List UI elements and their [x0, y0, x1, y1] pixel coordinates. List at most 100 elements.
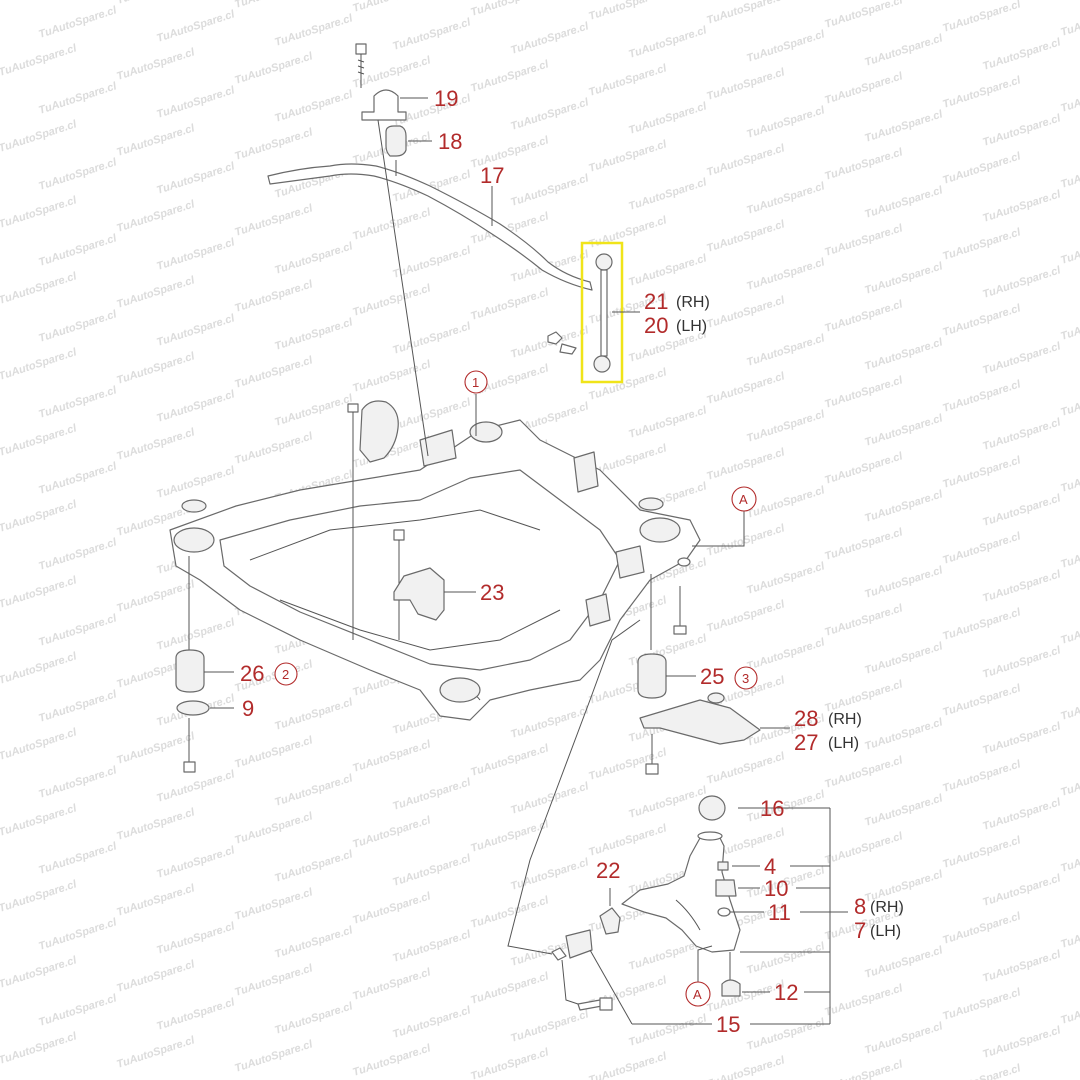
watermark-text: TuAutoSpare.cl: [509, 96, 591, 133]
subframe-bolt-left[interactable]: [347, 403, 359, 640]
watermark-text: TuAutoSpare.cl: [509, 1008, 591, 1045]
subframe-bushing-25[interactable]: [637, 653, 667, 699]
watermark-text: TuAutoSpare.cl: [0, 456, 1, 493]
watermark-text: TuAutoSpare.cl: [627, 24, 709, 61]
watermark-text: TuAutoSpare.cl: [981, 416, 1063, 453]
bracket-23[interactable]: [393, 567, 445, 621]
watermark-text: TuAutoSpare.cl: [941, 378, 1023, 415]
label-23: 23: [480, 580, 504, 605]
watermark-text: TuAutoSpare.cl: [705, 598, 787, 635]
watermark-text: TuAutoSpare.cl: [981, 36, 1063, 73]
watermark-text: TuAutoSpare.cl: [1059, 230, 1080, 267]
stabilizer-bushing-18[interactable]: [385, 125, 407, 157]
label-12: 12: [774, 980, 798, 1005]
watermark-text: TuAutoSpare.cl: [509, 20, 591, 57]
frame-bolt-right[interactable]: [673, 557, 691, 635]
watermark-text: TuAutoSpare.cl: [863, 336, 945, 373]
watermark-text: TuAutoSpare.cl: [0, 802, 79, 839]
bushing-10[interactable]: [715, 879, 737, 897]
watermark-text: TuAutoSpare.cl: [155, 160, 237, 197]
watermark-text: TuAutoSpare.cl: [941, 986, 1023, 1023]
watermark-text: TuAutoSpare.cl: [1059, 382, 1080, 419]
watermark-text: TuAutoSpare.cl: [745, 104, 827, 141]
watermark-text: TuAutoSpare.cl: [233, 278, 315, 315]
watermark-text: TuAutoSpare.cl: [627, 176, 709, 213]
label-28: 28: [794, 706, 818, 731]
watermark-text: TuAutoSpare.cl: [0, 76, 1, 113]
watermark-text: TuAutoSpare.cl: [233, 430, 315, 467]
watermark-text: TuAutoSpare.cl: [1059, 2, 1080, 39]
watermark-text: TuAutoSpare.cl: [351, 54, 433, 91]
label-21: 21: [644, 289, 668, 314]
subframe-1[interactable]: [169, 400, 701, 721]
watermark-text: TuAutoSpare.cl: [705, 142, 787, 179]
watermark-text: TuAutoSpare.cl: [115, 274, 197, 311]
stabilizer-bracket-19[interactable]: [361, 89, 407, 121]
watermark-text: TuAutoSpare.cl: [745, 256, 827, 293]
watermark-text: TuAutoSpare.cl: [0, 42, 79, 79]
watermark-text: TuAutoSpare.cl: [115, 198, 197, 235]
label-11: 11: [768, 900, 791, 925]
watermark-text: TuAutoSpare.cl: [705, 750, 787, 787]
label-10: 10: [764, 876, 788, 901]
label-25: 25: [700, 664, 724, 689]
watermark-text: TuAutoSpare.cl: [863, 1020, 945, 1057]
stabilizer-bar-17[interactable]: [267, 163, 593, 291]
bushing-15[interactable]: [551, 929, 593, 961]
mount-bolt-right[interactable]: [645, 734, 659, 775]
watermark-text: TuAutoSpare.cl: [1059, 534, 1080, 571]
watermark-text: TuAutoSpare.cl: [981, 340, 1063, 377]
label-ref-a-bottom: A: [693, 987, 702, 1002]
ring-11[interactable]: [717, 907, 731, 917]
watermark-text: TuAutoSpare.cl: [823, 374, 905, 411]
mount-bolt-left[interactable]: [183, 718, 196, 773]
watermark-text: TuAutoSpare.cl: [863, 944, 945, 981]
watermark-text: TuAutoSpare.cl: [233, 962, 315, 999]
watermark-text: TuAutoSpare.cl: [941, 150, 1023, 187]
watermark-text: TuAutoSpare.cl: [941, 530, 1023, 567]
watermark-text: TuAutoSpare.cl: [1019, 0, 1080, 1]
watermark-text: TuAutoSpare.cl: [37, 80, 119, 117]
watermark-text: TuAutoSpare.cl: [0, 650, 79, 687]
watermark-text: TuAutoSpare.cl: [351, 1042, 433, 1079]
watermark-text: TuAutoSpare.cl: [37, 4, 119, 41]
watermark-text: TuAutoSpare.cl: [469, 970, 551, 1007]
watermark-text: TuAutoSpare.cl: [0, 0, 1, 37]
mount-bracket-27-28[interactable]: [639, 699, 761, 745]
bushing-22[interactable]: [599, 907, 621, 935]
watermark-text: TuAutoSpare.cl: [863, 412, 945, 449]
label-22: 22: [596, 858, 620, 883]
watermark-text: TuAutoSpare.cl: [0, 270, 79, 307]
watermark-text: TuAutoSpare.cl: [0, 346, 79, 383]
watermark-text: TuAutoSpare.cl: [37, 384, 119, 421]
watermark-text: TuAutoSpare.cl: [273, 316, 355, 353]
watermark-text: TuAutoSpare.cl: [155, 768, 237, 805]
bushing-16[interactable]: [698, 795, 726, 821]
ball-joint-12[interactable]: [721, 952, 741, 997]
watermark-text: TuAutoSpare.cl: [587, 0, 669, 23]
watermark-text: TuAutoSpare.cl: [981, 872, 1063, 909]
watermark-text: TuAutoSpare.cl: [155, 844, 237, 881]
subframe-bushing-26[interactable]: [175, 649, 205, 693]
watermark-text: TuAutoSpare.cl: [351, 738, 433, 775]
watermark-text: TuAutoSpare.cl: [155, 616, 237, 653]
watermark-text: TuAutoSpare.cl: [745, 180, 827, 217]
watermark-text: TuAutoSpare.cl: [627, 784, 709, 821]
watermark-text: TuAutoSpare.cl: [863, 792, 945, 829]
watermark-text: TuAutoSpare.cl: [863, 716, 945, 753]
watermark-text: TuAutoSpare.cl: [155, 464, 237, 501]
washer-9[interactable]: [176, 700, 210, 716]
watermark-text: TuAutoSpare.cl: [1059, 990, 1080, 1027]
watermark-text: TuAutoSpare.cl: [1059, 1066, 1080, 1080]
label-28-side: (RH): [828, 711, 862, 728]
watermark-text: TuAutoSpare.cl: [273, 924, 355, 961]
bolt-19[interactable]: [355, 43, 367, 88]
bushing-4[interactable]: [717, 861, 729, 871]
watermark-text: TuAutoSpare.cl: [37, 460, 119, 497]
watermark-text: TuAutoSpare.cl: [823, 830, 905, 867]
stabilizer-link-20-21[interactable]: [547, 253, 613, 373]
lower-arm-bolt[interactable]: [577, 997, 613, 1011]
watermark-text: TuAutoSpare.cl: [509, 704, 591, 741]
watermark-text: TuAutoSpare.cl: [351, 358, 433, 395]
watermark-text: TuAutoSpare.cl: [705, 1054, 787, 1080]
